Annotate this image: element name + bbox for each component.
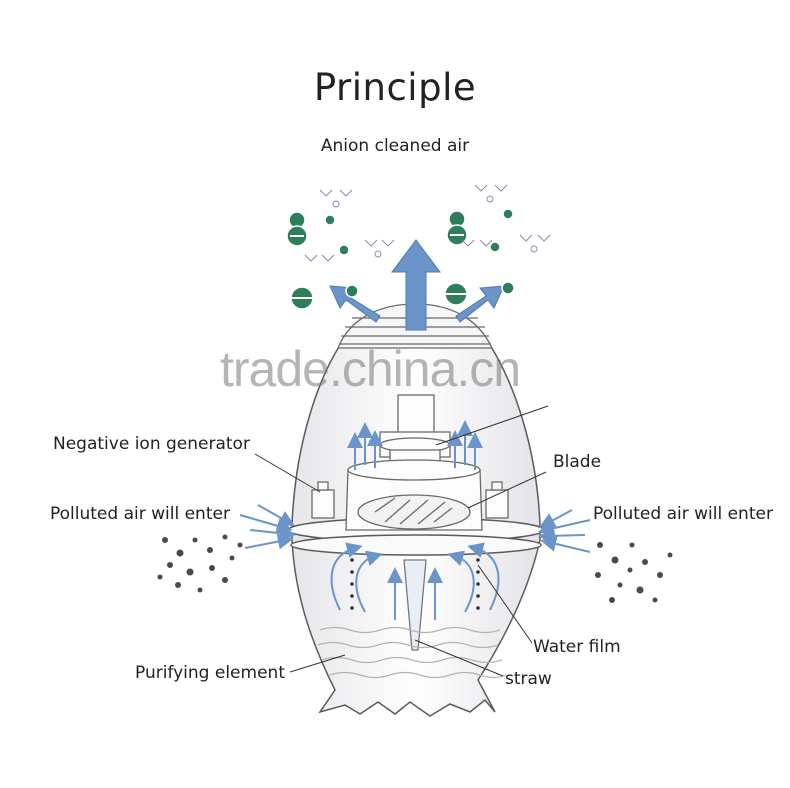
intake-arrows-left <box>239 504 296 550</box>
leader-lines <box>254 405 549 677</box>
label-blade: Blade <box>553 452 602 472</box>
pollutants-left <box>157 534 243 593</box>
outflow-arrows <box>329 239 505 331</box>
air-molecules <box>304 184 551 262</box>
internal-airflow <box>330 420 500 620</box>
water-film-dots <box>350 558 480 610</box>
watermark: trade.china.cn <box>220 341 521 397</box>
anion-particles <box>286 208 515 310</box>
label-negative-ion-generator: Negative ion generator <box>53 434 250 454</box>
anion-minus-signs <box>290 234 467 299</box>
label-polluted-air-right: Polluted air will enter <box>593 504 773 524</box>
label-polluted-air-left: Polluted air will enter <box>50 504 230 524</box>
subtitle: Anion cleaned air <box>320 136 470 156</box>
water-waves <box>317 626 507 679</box>
pollutants-right <box>595 542 673 603</box>
page-title: Principle <box>313 66 477 109</box>
label-straw: straw <box>505 669 552 689</box>
label-purifying-element: Purifying element <box>135 663 285 683</box>
label-water-film: Water film <box>533 637 621 657</box>
straw <box>403 559 427 651</box>
intake-arrows-right <box>538 509 591 553</box>
